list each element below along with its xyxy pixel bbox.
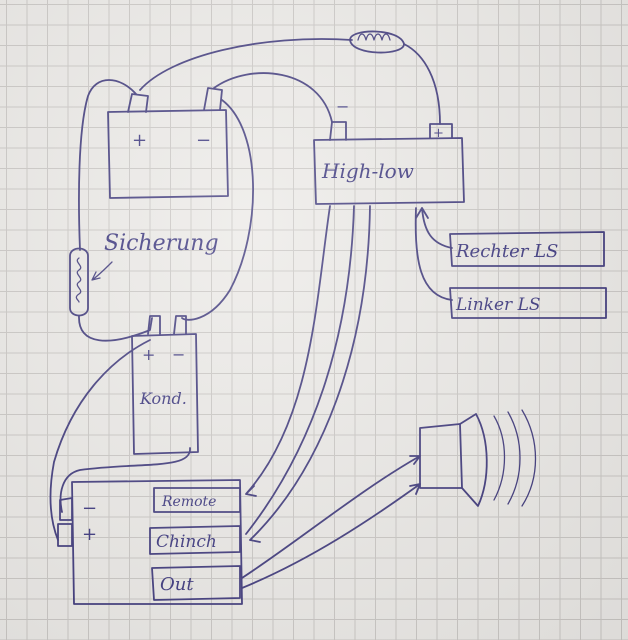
wire-capacitor-to-amp-plus	[49, 339, 151, 541]
wire-inline-to-high-low-plus	[403, 43, 441, 125]
fuse-pointer-arrow	[91, 261, 113, 281]
amp-out-label: Out	[160, 574, 194, 595]
left-speaker-label: Linker LS	[455, 295, 541, 315]
left-speaker-box: Linker LS	[449, 287, 607, 319]
wire-battery-plus-to-fuse	[78, 79, 137, 251]
amp-cinch-label: Chinch	[156, 532, 217, 552]
fuse-label: Sicherung	[104, 231, 219, 256]
amp-plus: +	[82, 524, 97, 545]
wire-fuse-to-capacitor	[78, 315, 153, 342]
loudspeaker-icon	[419, 409, 537, 507]
wire-high-low-to-cinch-a	[245, 205, 355, 535]
capacitor-plus: +	[142, 345, 155, 364]
high-low-label: High-low	[321, 159, 414, 183]
wire-battery-plus-to-inline	[139, 38, 353, 91]
wire-amp-out-to-speaker-a	[241, 455, 421, 579]
capacitor-label: Kond.	[139, 389, 187, 408]
wire-right-speaker-in	[415, 207, 453, 249]
high-low-minus: −	[336, 97, 349, 116]
battery: + −	[107, 87, 229, 199]
battery-minus: −	[196, 130, 211, 151]
amplifier: − + Remote Chinch Out	[57, 479, 243, 605]
wire-high-low-to-remote	[245, 205, 331, 497]
inline-coil-icon	[349, 30, 405, 54]
high-low-converter: − + High-low	[313, 97, 465, 205]
fuse-icon	[69, 247, 89, 317]
wire-amp-out-to-speaker-b	[241, 483, 421, 589]
right-speaker-label: Rechter LS	[455, 241, 558, 262]
wire-capacitor-to-amp-minus	[59, 447, 191, 513]
right-speaker-box: Rechter LS	[449, 231, 605, 267]
battery-plus: +	[132, 130, 147, 151]
wire-left-speaker-in	[414, 207, 453, 301]
high-low-plus: +	[433, 126, 444, 141]
amp-remote-label: Remote	[161, 494, 216, 510]
wire-battery-minus-to-high-low-minus	[213, 72, 333, 123]
wire-battery-minus-to-capacitor	[181, 99, 254, 321]
wire-high-low-to-cinch-b	[249, 205, 371, 543]
amp-minus: −	[82, 498, 97, 519]
capacitor: + − Kond.	[131, 315, 199, 455]
capacitor-minus: −	[172, 345, 185, 364]
